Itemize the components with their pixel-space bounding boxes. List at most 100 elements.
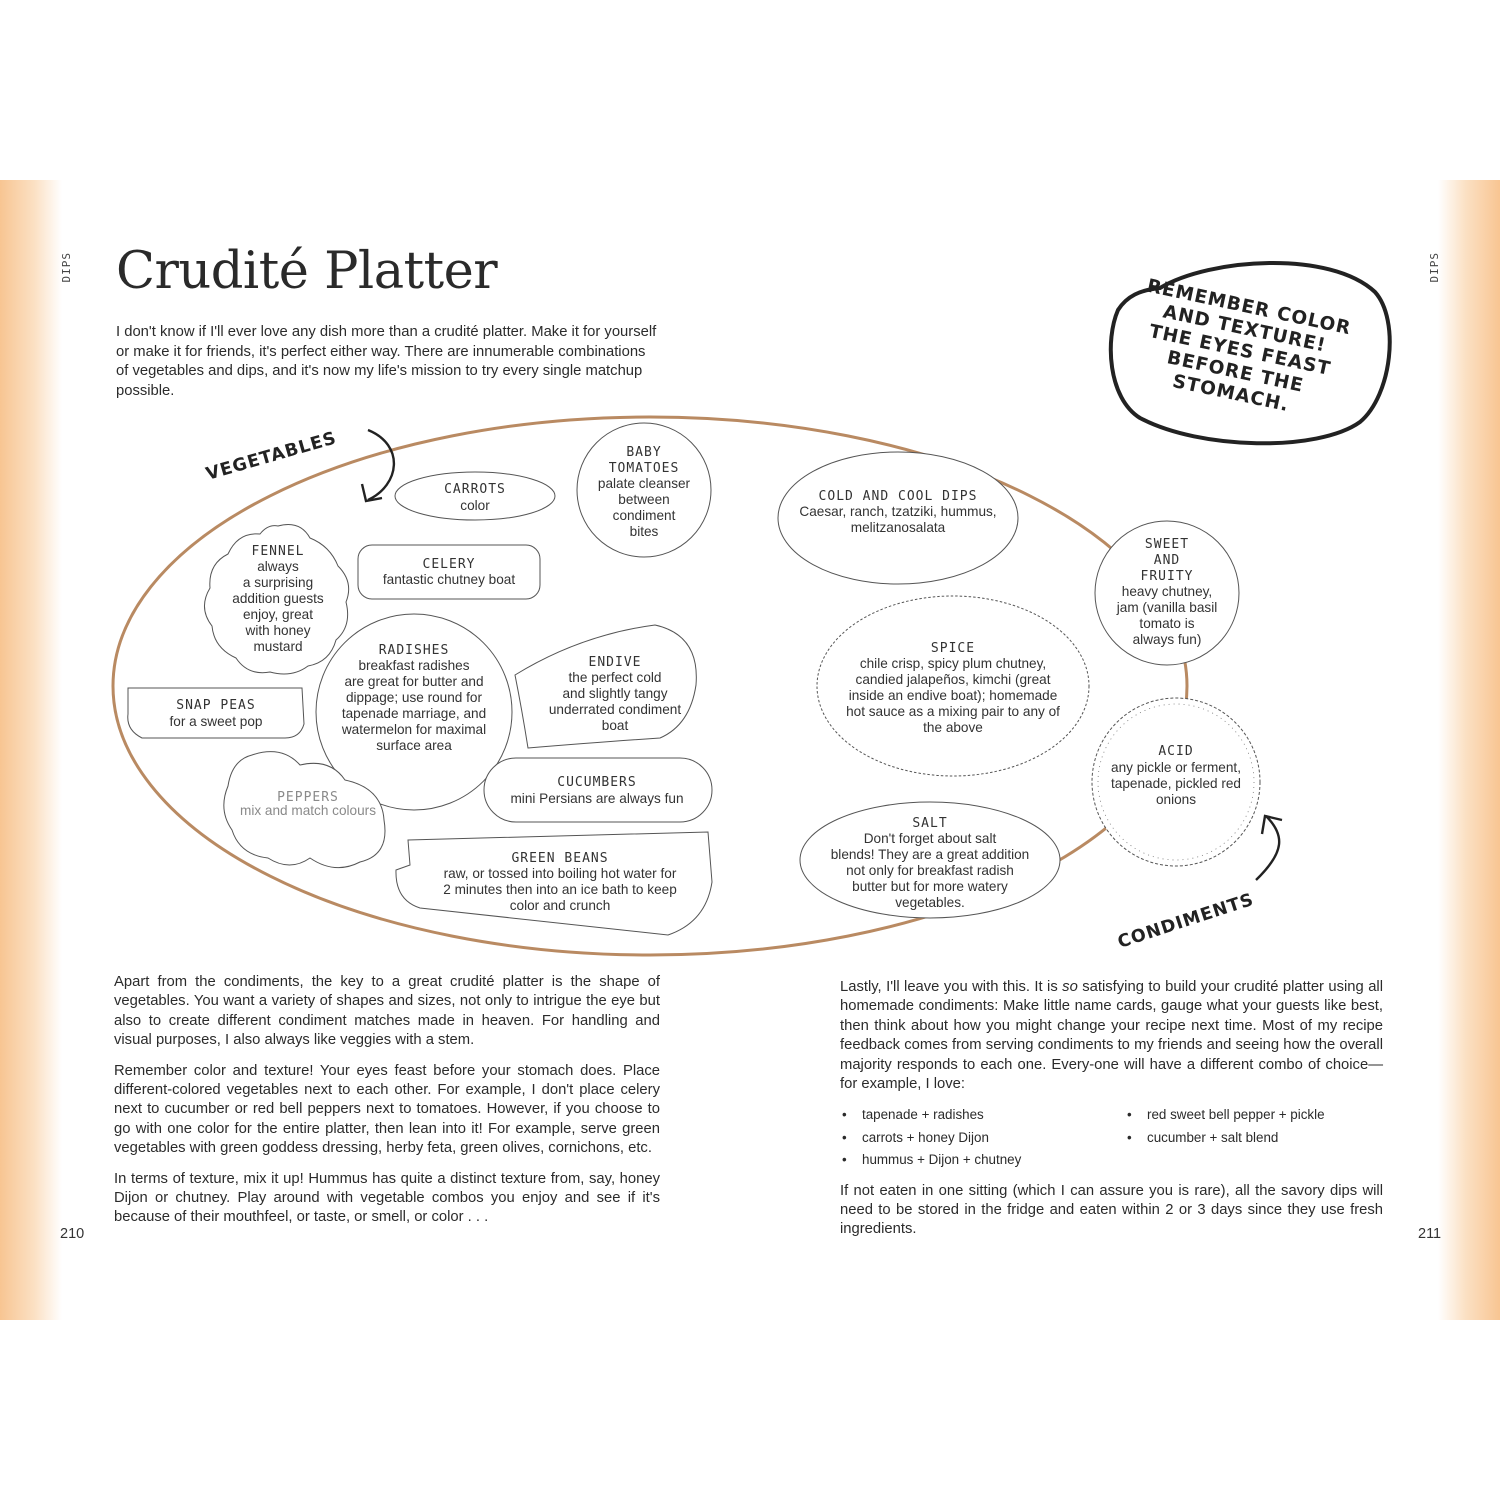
endive-note: boat [602,718,629,733]
salt-name: SALT [912,816,947,831]
acid-name: ACID [1158,744,1193,759]
book-spread: DIPS DIPS Crudité Platter I don't know i… [0,180,1500,1320]
sweet-and-fruity-note: heavy chutney, [1122,584,1212,599]
salt-note: vegetables. [895,895,965,910]
acid-note: tapenade, pickled red [1111,776,1241,791]
spice-note: candied jalapeños, kimchi (great [856,672,1051,687]
fennel-shape [204,524,350,675]
body-paragraph: Apart from the condiments, the key to a … [114,974,660,1049]
snap-peas-shape [127,687,305,739]
fennel-note: with honey [245,623,311,638]
fennel-note: a surprising [243,575,313,590]
radishes-note: dippage; use round for [346,690,483,705]
cucumbers-name: CUCUMBERS [557,775,636,790]
fennel-note: addition guests [232,591,324,606]
cucumbers-note: mini Persians are always fun [510,791,683,806]
fennel-note: mustard [253,639,302,654]
endive-note: and slightly tangy [562,686,667,701]
green-beans-name: GREEN BEANS [511,851,608,866]
callout-text: REMEMBER COLOR AND TEXTURE! THE EYES FEA… [1145,276,1353,417]
acid-note: any pickle or ferment, [1111,760,1241,775]
baby-tomatoes-name: BABY [626,445,661,460]
carrots-note: color [460,498,490,513]
peppers-shape [223,751,386,869]
arrow-head-icon [1260,814,1283,835]
sweet-and-fruity-note: tomato is [1139,616,1194,631]
acid-shape [1091,697,1261,867]
baby-tomatoes-name: TOMATOES [609,461,680,476]
baby-tomatoes-shape [576,422,712,558]
endive-note: underrated condiment [549,702,681,717]
baby-tomatoes-note: between [618,492,669,507]
list-item: red sweet bell pepper + pickle [1125,1105,1385,1125]
condiments-label: CONDIMENTS [1115,890,1256,953]
celery-name: CELERY [423,557,476,572]
sweet-and-fruity-note: always fun) [1133,632,1202,647]
green-beans-note: raw, or tossed into boiling hot water fo… [444,866,677,881]
green-beans-shape [395,831,713,936]
radishes-note: tapenade marriage, and [342,706,486,721]
celery-note: fantastic chutney boat [383,572,515,587]
spice-name: SPICE [931,641,975,656]
snap-peas-note: for a sweet pop [170,714,263,729]
spice-note: the above [923,720,983,735]
list-item: cucumber + salt blend [1125,1128,1385,1148]
fennel-note: enjoy, great [243,607,313,622]
acid-ring [1097,703,1255,861]
text-run: Lastly, I'll leave you with this. It is [840,979,1063,995]
platter-outline [111,415,1189,957]
vegetables-label: VEGETABLES [204,428,339,484]
green-beans-note: 2 minutes then into an ice bath to keep [443,882,677,897]
cucumbers-shape [483,757,713,823]
right-page-edge [1438,180,1500,1320]
cold-and-cool-dips-note: melitzanosalata [851,520,946,535]
list-item: tapenade + radishes [840,1105,1125,1125]
body-paragraph: Lastly, I'll leave you with this. It is … [840,978,1383,1094]
page-number-right: 211 [1418,1226,1442,1242]
endive-name: ENDIVE [589,655,642,670]
acid-note: onions [1156,792,1196,807]
spice-shape [816,595,1090,777]
arrow-head-icon [360,483,383,503]
page-number-left: 210 [60,1226,85,1242]
spice-note: chile crisp, spicy plum chutney, [860,656,1046,671]
sweet-and-fruity-note: jam (vanilla basil [1116,600,1217,615]
sweet-and-fruity-name: AND [1154,553,1180,568]
right-body-column: Lastly, I'll leave you with this. It is … [840,978,1383,1251]
page-title: Crudité Platter [116,242,498,301]
emphasis: so [1062,979,1078,995]
body-paragraph: In terms of texture, mix it up! Hummus h… [114,1170,660,1226]
spice-note: inside an endive boat); homemade [849,688,1058,703]
intro-paragraph: I don't know if I'll ever love any dish … [116,324,657,399]
left-body-column: Apart from the condiments, the key to a … [114,973,660,1239]
fennel-name: FENNEL [252,544,305,559]
salt-note: blends! They are a great addition [831,847,1030,862]
radishes-name: RADISHES [379,643,450,658]
snap-peas-name: SNAP PEAS [176,698,255,713]
platter-illustration: REMEMBER COLOR AND TEXTURE! THE EYES FEA… [111,261,1392,957]
favorite-combos-list: tapenade + radishes red sweet bell peppe… [840,1105,1385,1170]
baby-tomatoes-note: condiment [613,508,676,523]
callout-bubble [1108,261,1392,446]
radishes-note: are great for butter and [344,674,483,689]
body-paragraph: If not eaten in one sitting (which I can… [840,1182,1383,1238]
cold-and-cool-dips-name: COLD AND COOL DIPS [819,489,978,504]
sweet-and-fruity-name: SWEET [1145,537,1189,552]
body-paragraph: Remember color and texture! Your eyes fe… [114,1062,660,1157]
green-beans-note: color and crunch [510,898,611,913]
fennel-note: always [257,559,299,574]
carrots-name: CARROTS [444,482,506,497]
radishes-note: surface area [376,738,452,753]
vegetables-arrow-icon [367,428,396,502]
peppers-note: mix and match colours [240,803,376,818]
list-item: carrots + honey Dijon [840,1128,1125,1148]
cold-and-cool-dips-shape [777,451,1019,585]
endive-note: the perfect cold [569,670,662,685]
salt-note: Don't forget about salt [864,831,997,846]
spice-note: hot sauce as a mixing pair to any of [846,704,1060,719]
text-run: satisfying to build your crudité platter… [840,979,1383,1093]
peppers-name: PEPPERS [277,790,339,805]
radishes-note: breakfast radishes [358,658,469,673]
list-item: hummus + Dijon + chutney [840,1150,1125,1170]
baby-tomatoes-note: palate cleanser [598,476,691,491]
